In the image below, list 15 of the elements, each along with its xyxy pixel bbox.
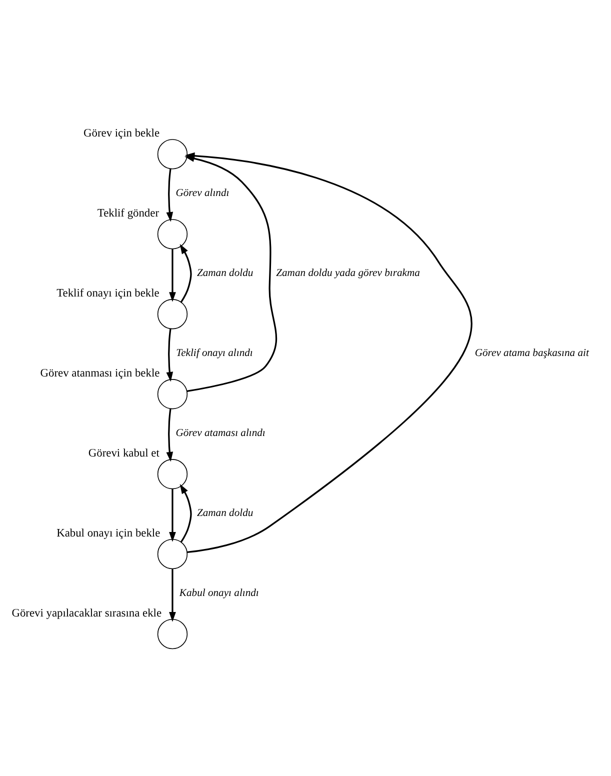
edge-label: Kabul onayı alındı	[179, 588, 259, 600]
node-label: Teklif gönder	[97, 207, 160, 220]
edge-label: Zaman doldu yada görev bırakma	[276, 268, 420, 280]
node-label: Görev için bekle	[84, 127, 160, 140]
edge-label: Görev atama başkasına ait	[474, 348, 589, 360]
node-label: Görevi kabul et	[88, 447, 160, 460]
node-label: Kabul onayı için bekle	[56, 527, 160, 540]
edge-label: Görev alındı	[176, 188, 230, 200]
edge-label: Görev ataması alındı	[176, 428, 266, 440]
node-label: Görevi yapılacaklar sırasına ekle	[12, 607, 162, 620]
node-label: Teklif onayı için bekle	[56, 287, 160, 300]
edge-label: Zaman doldu	[196, 508, 254, 520]
node-label: Görev atanması için bekle	[40, 367, 160, 380]
edge-label: Zaman doldu	[196, 268, 254, 280]
edge-label: Teklif onayı alındı	[176, 348, 253, 360]
